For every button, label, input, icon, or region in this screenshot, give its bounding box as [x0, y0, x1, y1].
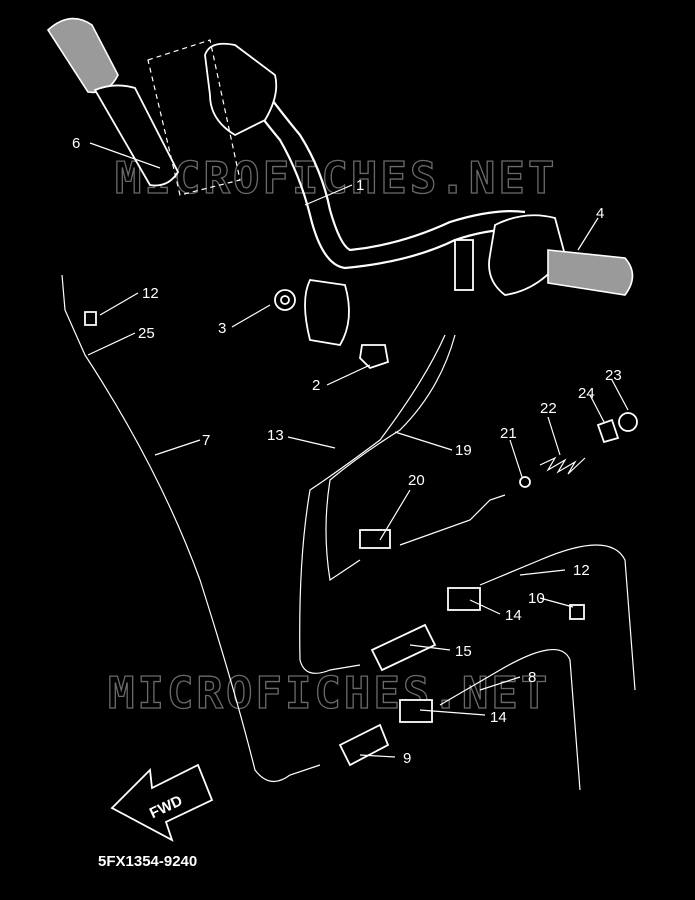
callout-9: 10 — [528, 590, 545, 607]
callout-24: 24 — [578, 385, 595, 402]
callout-10: 9 — [403, 750, 411, 767]
cable-8 — [439, 649, 581, 791]
right-grip — [547, 249, 634, 296]
callout-25: 25 — [138, 325, 155, 342]
callout-4: 4 — [596, 205, 604, 222]
part-code: 5FX1354-9240 — [98, 853, 197, 870]
callout-23: 23 — [605, 367, 622, 384]
watermark-top: MICROFICHES.NET — [115, 153, 557, 204]
cable-7 — [61, 274, 321, 782]
callout-15: 15 — [455, 643, 472, 660]
callout-12: 13 — [267, 427, 284, 444]
callout-14-upper: 14 — [505, 607, 522, 624]
cable-12 — [299, 334, 446, 674]
fwd-arrow-icon: FWD — [110, 763, 214, 842]
hardware — [84, 289, 638, 620]
callout-20: 20 — [408, 472, 425, 489]
callout-13: 12 — [573, 562, 590, 579]
callout-6: 6 — [72, 135, 80, 152]
callout-21: 21 — [500, 425, 517, 442]
handlebar — [204, 42, 566, 346]
callout-1: 1 — [356, 177, 364, 194]
callout-19: 19 — [455, 442, 472, 459]
cable-13 — [479, 544, 636, 691]
inner-cable — [399, 494, 506, 546]
callout-14-lower: 14 — [490, 709, 507, 726]
leader-lines — [87, 142, 629, 758]
watermark-bottom: MICROFICHES.NET — [108, 668, 550, 719]
callout-labels: 6 1 4 12 3 25 2 23 24 22 13 7 21 19 20 1… — [72, 135, 622, 767]
callout-11: 12 — [142, 285, 159, 302]
left-grip — [46, 17, 241, 196]
spring-22 — [539, 456, 586, 475]
holder-14-upper — [447, 587, 481, 611]
part-20-shape — [359, 529, 391, 549]
sleeve-15 — [370, 623, 437, 672]
cable-19 — [325, 334, 456, 582]
callout-7: 7 — [202, 432, 210, 449]
callout-22: 22 — [540, 400, 557, 417]
callout-8: 8 — [528, 669, 536, 686]
callout-3: 3 — [218, 320, 226, 337]
sleeve-10 — [338, 723, 390, 767]
callout-2: 2 — [312, 377, 320, 394]
